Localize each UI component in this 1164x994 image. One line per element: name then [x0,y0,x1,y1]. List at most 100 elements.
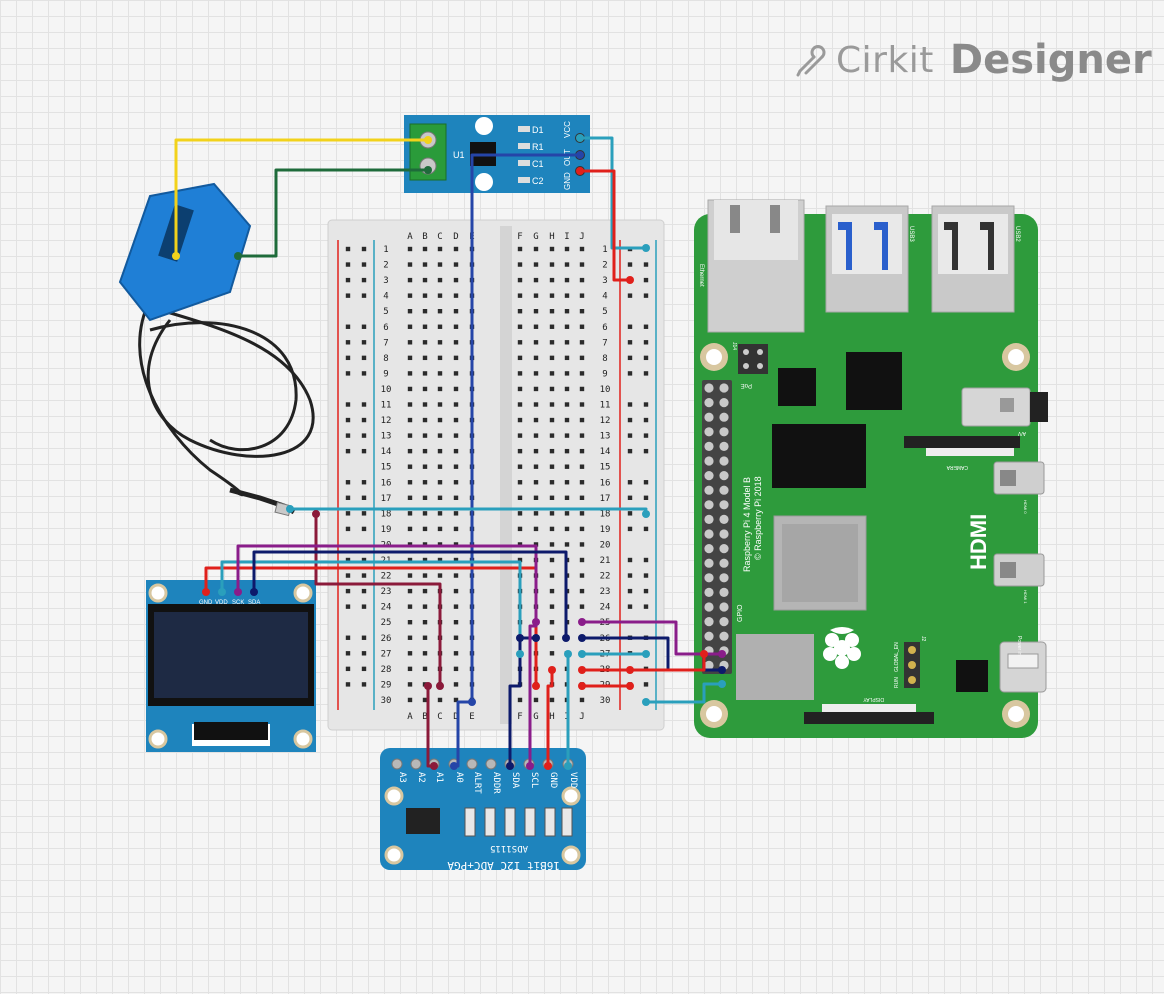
gpio-pin[interactable] [704,573,714,583]
wire-cyan-pi-gnd [644,682,724,704]
wire-endpoint [564,650,572,658]
gpio-pin[interactable] [704,471,714,481]
row-number: 9 [602,369,607,379]
gpio-pin[interactable] [719,631,729,641]
gpio-pin[interactable] [704,514,714,525]
row-number: 15 [600,463,611,473]
column-letter: G [533,712,538,722]
gpio-pin[interactable] [704,412,714,422]
column-letter: F [517,232,522,242]
wire-endpoint [642,650,650,658]
wire-endpoint [718,680,726,688]
row-number: 4 [383,292,388,302]
adc-pin-label: A2 [416,772,426,783]
pi-usb2-text: USB2 [1014,226,1020,242]
row-number: 12 [381,416,392,426]
pi-hdmi1-text: HDMI 1 [1023,590,1028,604]
row-number: 11 [600,401,611,411]
gpio-pin[interactable] [704,617,714,627]
ethernet-port [707,199,805,333]
row-number: 17 [381,494,392,504]
raspberry-pi-board[interactable]: Raspberry Pi 4 Model B © Raspberry Pi 20… [694,199,1048,738]
row-number: 24 [381,603,392,613]
hdmi1-port [993,553,1045,587]
wire-endpoint [468,698,476,706]
gpio-pin[interactable] [704,544,714,554]
usb3-port [825,205,909,313]
gpio-pin[interactable] [719,587,729,598]
gpio-pin[interactable] [719,558,729,568]
gpio-header[interactable] [702,380,732,674]
gpio-pin[interactable] [719,471,729,481]
wire-endpoint [506,762,514,770]
gpio-pin[interactable] [704,427,714,437]
pi-j14-text: J14 [731,342,737,350]
column-letter: E [469,712,474,722]
oled-pin-vdd: VDD [215,600,228,606]
wire-purple-adc-scl [528,624,538,768]
oled-pin-sck: SCK [232,600,244,606]
gpio-pin[interactable] [704,485,714,495]
wire-endpoint [578,618,586,626]
cirkit-logo-icon [796,45,826,77]
wire-endpoint [436,682,444,690]
wires [174,136,724,768]
gpio-pin[interactable] [704,558,714,568]
gpio-pin[interactable] [704,383,714,393]
wire-endpoint [578,682,586,690]
adc-pin[interactable] [485,758,497,770]
gpio-pin[interactable] [719,485,729,495]
gpio-pin[interactable] [719,456,729,466]
gpio-pin[interactable] [704,398,714,408]
pi-camera-text: CAMERA [946,464,968,470]
gpio-pin[interactable] [719,544,729,554]
gpio-pin[interactable] [719,398,729,408]
brand-designer-text: Designer [949,37,1152,83]
row-number: 3 [383,276,388,286]
wire-endpoint [564,762,572,770]
adc-pin[interactable] [391,758,403,770]
gpio-pin[interactable] [719,383,729,393]
adc-pin[interactable] [466,758,478,770]
gpio-pin[interactable] [719,602,729,612]
wire-navy-sensor-out [470,153,582,704]
gpio-pin[interactable] [704,456,714,466]
gpio-pin[interactable] [704,660,714,671]
gpio-pin[interactable] [719,529,729,539]
gpio-pin[interactable] [719,514,729,525]
pi-poe-text: PoE [741,382,752,388]
gpio-pin[interactable] [704,500,714,510]
gpio-pin[interactable] [704,441,714,451]
wire-cyan-vcc [578,136,648,250]
gpio-pin[interactable] [719,617,729,627]
chip-usb-controller [736,634,814,700]
gpio-pin[interactable] [704,529,714,539]
ct-clamp-sensor[interactable] [118,182,315,517]
column-letter: H [549,712,554,722]
j2-header [904,642,920,688]
wire-endpoint [516,650,524,658]
gpio-pin[interactable] [719,573,729,583]
gpio-pin[interactable] [719,412,729,422]
wire-endpoint [234,588,242,596]
gpio-pin[interactable] [704,602,714,612]
oled-display[interactable]: GND VDD SCK SDA [146,580,316,752]
wire-endpoint [578,666,586,674]
row-number: 14 [381,447,392,457]
adc-pin[interactable] [410,758,422,770]
row-number: 29 [381,680,392,690]
brand-cirkit-text: Cirkit [836,39,934,81]
gpio-pin[interactable] [704,587,714,598]
wire-endpoints [172,134,726,770]
wire-red-gnd [578,169,632,282]
gpio-pin[interactable] [719,427,729,437]
row-number: 12 [600,416,611,426]
sensor-part-d1: D1 [532,125,544,135]
brand-logo: Cirkit Designer [796,34,1152,86]
column-letter: A [407,712,413,722]
gpio-pin[interactable] [719,500,729,510]
gpio-pin[interactable] [704,631,714,641]
gpio-pin[interactable] [719,441,729,451]
row-number: 14 [600,447,611,457]
